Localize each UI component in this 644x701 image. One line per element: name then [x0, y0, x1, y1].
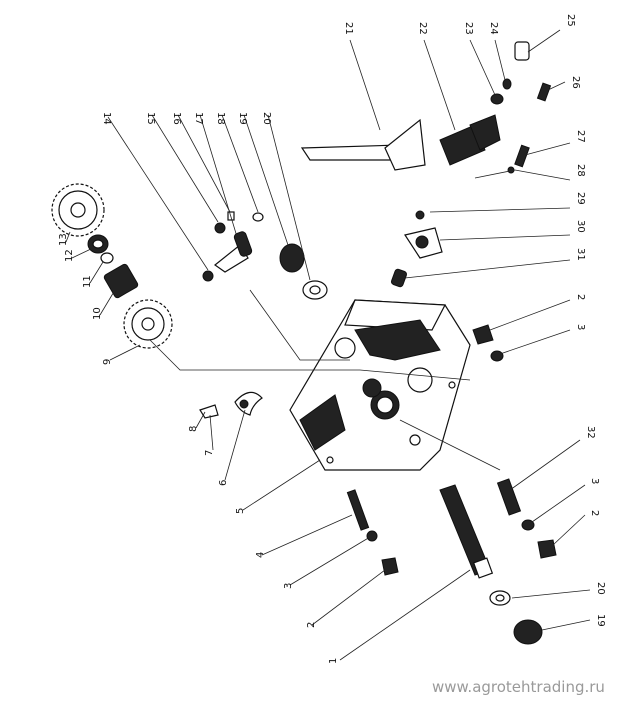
callout-12: 12	[64, 249, 75, 262]
callout-10: 10	[92, 307, 103, 320]
lever-21	[300, 118, 426, 171]
callout-22: 22	[417, 22, 428, 35]
lever-assembly	[202, 211, 328, 300]
callout-6: 6	[218, 480, 229, 486]
callout-4: 4	[255, 552, 266, 558]
callout-3-lower: 3	[589, 478, 600, 484]
lower-right-parts	[489, 519, 557, 645]
callout-24: 24	[488, 22, 499, 35]
plate-30	[404, 210, 443, 259]
bearing-12	[87, 234, 109, 254]
callout-21: 21	[343, 22, 354, 35]
callout-7: 7	[204, 450, 215, 456]
callout-2: 2	[306, 622, 317, 628]
callout-30: 30	[575, 220, 586, 233]
callout-19-lower: 19	[595, 614, 606, 627]
callout-18: 18	[215, 112, 226, 125]
watermark: www.agrotehtrading.ru	[432, 678, 605, 696]
callout-labels: 1 2 3 4 5 6 7 8 9 10 11 12 13 14 15 16 1…	[58, 14, 606, 664]
callout-15: 15	[145, 112, 156, 125]
shift-fork-6	[199, 391, 263, 419]
callout-16: 16	[171, 112, 182, 125]
spacer-31	[390, 268, 408, 288]
callout-17: 17	[193, 112, 204, 125]
callout-11: 11	[82, 275, 93, 288]
callout-19: 19	[237, 112, 248, 125]
callout-28: 28	[575, 164, 586, 177]
callout-3-right: 3	[575, 324, 586, 330]
gear-13	[51, 183, 105, 237]
callout-26: 26	[570, 76, 581, 89]
callout-25: 25	[565, 14, 576, 27]
gearbox-housing	[289, 299, 471, 471]
shaft-10	[103, 263, 139, 299]
shaft-4	[346, 489, 370, 531]
callout-2-lower: 2	[589, 510, 600, 516]
callout-31: 31	[575, 248, 586, 261]
nut-washer-left	[366, 530, 399, 576]
gear-9	[123, 299, 173, 349]
shaft-32	[496, 478, 522, 516]
callout-13: 13	[58, 233, 69, 246]
leader-lines	[65, 29, 591, 661]
callout-3: 3	[283, 583, 294, 589]
bracket-22	[439, 114, 501, 166]
ring-11	[100, 252, 114, 264]
callout-8: 8	[188, 426, 199, 432]
callout-1: 1	[328, 658, 339, 664]
callout-23: 23	[463, 22, 474, 35]
callout-27: 27	[575, 130, 586, 143]
nut-washer-right	[472, 324, 504, 362]
main-shaft-1	[439, 484, 494, 579]
callout-9: 9	[102, 359, 113, 365]
parts-23-28	[490, 41, 552, 174]
callout-14: 14	[101, 112, 112, 125]
callout-29: 29	[575, 192, 586, 205]
callout-20-lower: 20	[595, 582, 606, 595]
callout-20: 20	[261, 112, 272, 125]
callout-32: 32	[585, 426, 596, 439]
callout-2-right: 2	[575, 294, 586, 300]
callout-5: 5	[235, 508, 246, 514]
